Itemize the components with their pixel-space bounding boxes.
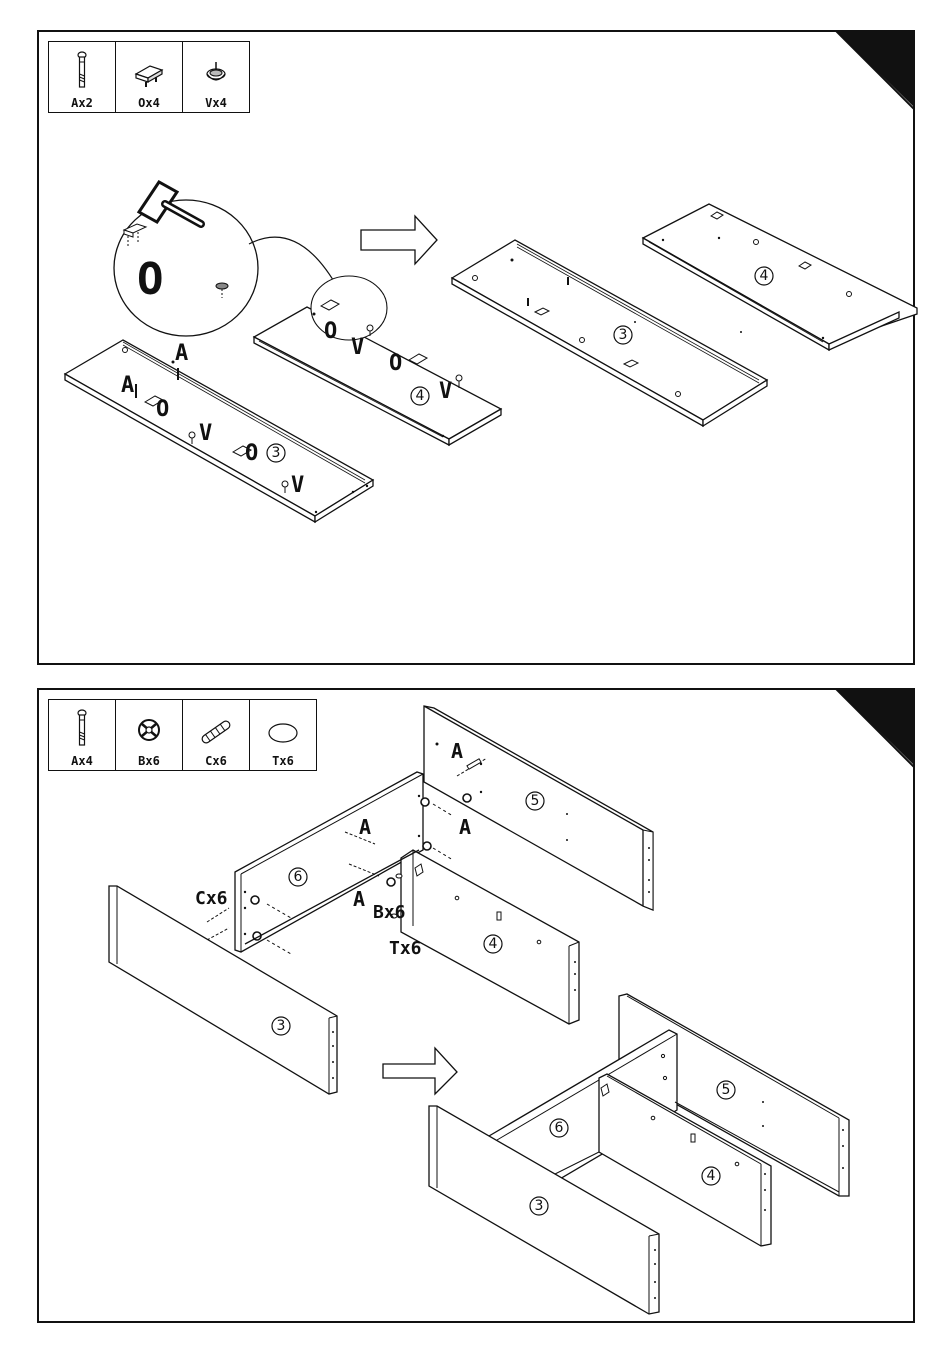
callout-a: A [359,815,371,839]
board-6-before [235,772,423,952]
callout-v: V [351,335,364,360]
panel-number-badge: 5 [717,1081,735,1099]
callout-o: O [324,319,337,344]
callout-o: O [156,397,169,422]
step-1-panel: Ax2 Ox4 Vx4 [37,30,915,665]
detail-o-callout: O [137,254,164,305]
panel-number-badge: 3 [530,1197,548,1215]
detail-leader-line [249,237,339,290]
svg-text:3: 3 [619,327,628,343]
assembled-carcass [429,994,849,1314]
board-4-before [254,276,501,445]
callout-bx6: Bx6 [373,902,406,923]
board-4-after [643,204,917,350]
svg-text:4: 4 [760,268,769,284]
step-1-illustration: O A A O V O V [39,32,917,667]
panel-number-badge: 6 [550,1119,568,1137]
callout-o: O [245,441,258,466]
right-arrow-icon [361,216,437,264]
svg-text:5: 5 [722,1082,731,1098]
svg-text:4: 4 [707,1168,716,1184]
svg-text:3: 3 [272,445,281,461]
panel-number-badge: 5 [526,792,544,810]
callout-a: A [459,815,471,839]
panel-number-badge: 3 [272,1017,290,1035]
panel-number-badge: 6 [289,868,307,886]
svg-text:3: 3 [277,1018,286,1034]
callout-a: A [121,373,134,398]
panel-number-badge: 4 [702,1167,720,1185]
svg-text:5: 5 [531,793,540,809]
detail-magnifier-circle [114,200,258,336]
callout-a: A [353,887,365,911]
callout-v: V [439,379,452,404]
panel-number-badge: 4 [484,935,502,953]
callout-v: V [199,421,212,446]
svg-text:4: 4 [489,936,498,952]
callout-tx6: Tx6 [389,938,422,959]
svg-text:6: 6 [294,869,303,885]
panel-number-badge: 4 [411,387,429,405]
callout-a: A [175,341,188,366]
panel-number-badge: 4 [755,267,773,285]
panel-number-badge: 3 [614,326,632,344]
step-2-illustration: 5 6 4 [39,690,917,1325]
right-arrow-icon [383,1048,457,1094]
step-2-panel: Ax4 Bx6 Cx6 [37,688,915,1323]
panel-number-badge: 3 [267,444,285,462]
callout-a: A [451,739,463,763]
svg-text:4: 4 [416,388,425,404]
callout-v: V [291,473,304,498]
svg-text:3: 3 [535,1198,544,1214]
callout-cx6: Cx6 [195,888,228,909]
callout-o: O [389,351,402,376]
svg-text:6: 6 [555,1120,564,1136]
